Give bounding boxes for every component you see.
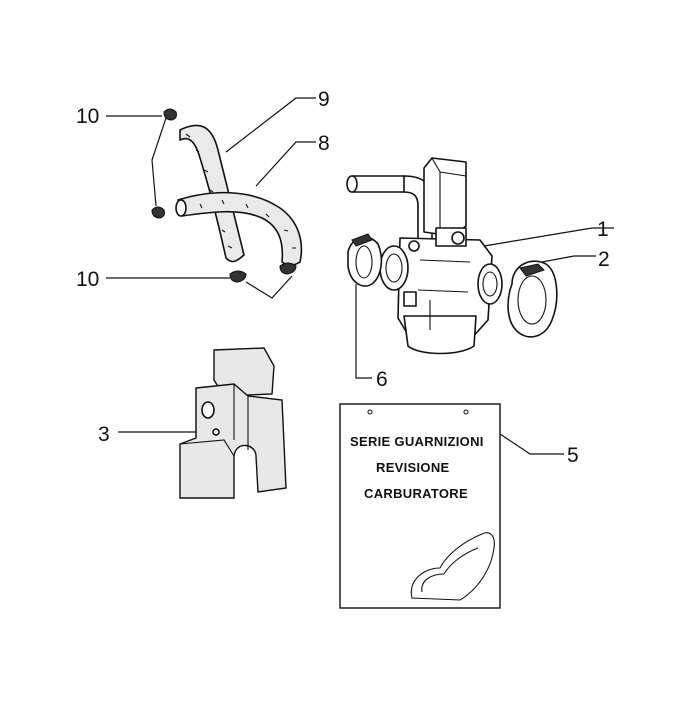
- leader-9: [225, 97, 316, 153]
- carburetor-body: [346, 157, 503, 355]
- leader-5: [499, 433, 564, 455]
- clamp-6: [347, 233, 383, 287]
- callout-2: 2: [598, 248, 610, 271]
- leader-2: [541, 255, 596, 263]
- callout-1: 1: [597, 218, 609, 241]
- callout-10-top: 10: [76, 105, 99, 128]
- callout-5: 5: [567, 444, 579, 467]
- gasket-outline-icon: [410, 532, 495, 601]
- callout-3: 3: [98, 423, 110, 446]
- callout-9: 9: [318, 88, 330, 111]
- gasket-kit-package-5: SERIE GUARNIZIONI REVISIONE CARBURATORE: [339, 403, 501, 609]
- callout-8: 8: [318, 132, 330, 155]
- kit-title-line-1: SERIE GUARNIZIONI: [350, 434, 484, 449]
- clip-10-top: [151, 108, 177, 219]
- callout-6: 6: [376, 368, 388, 391]
- clamp-2: [507, 260, 558, 338]
- kit-title-line-3: CARBURATORE: [364, 486, 468, 501]
- callout-10-bottom: 10: [76, 268, 99, 291]
- leader-1: [483, 227, 614, 247]
- cover-3: [179, 347, 287, 499]
- leader-8: [255, 141, 316, 187]
- clip-10-bottom: [229, 262, 297, 299]
- kit-title-line-2: REVISIONE: [376, 460, 450, 475]
- leader-6: [355, 284, 372, 379]
